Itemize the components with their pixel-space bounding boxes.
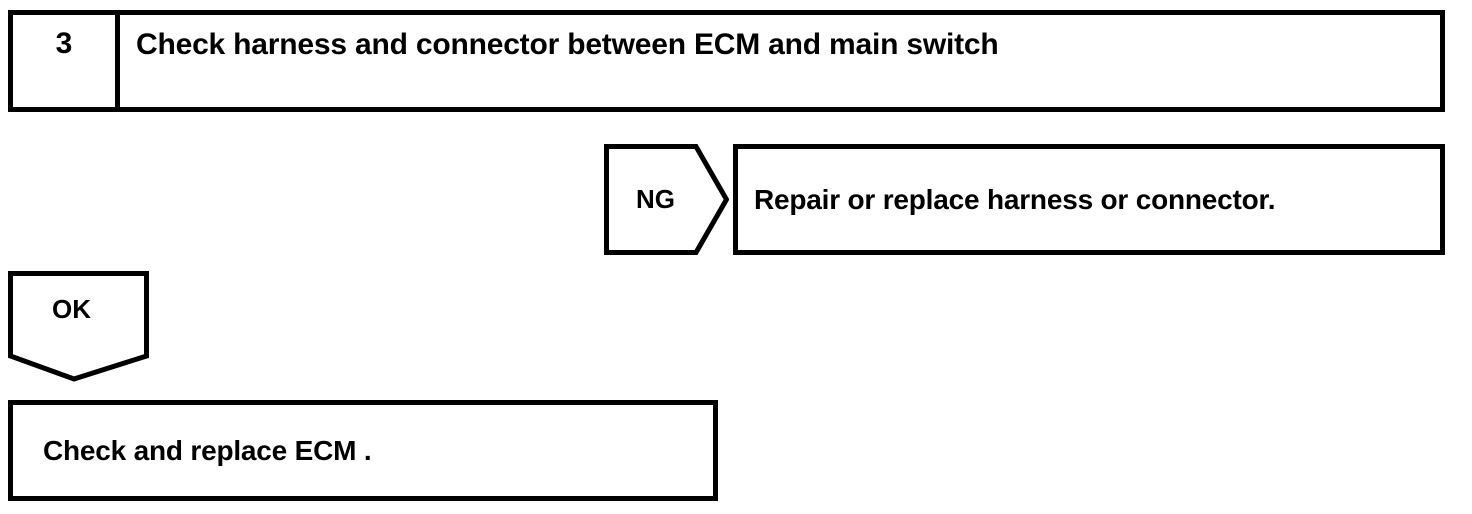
ng-branch-arrow-icon (604, 144, 729, 255)
step-number: 3 (55, 27, 73, 60)
ok-branch-label: OK (52, 294, 91, 324)
ng-branch-label: NG (636, 184, 675, 214)
step-instruction: Check harness and connector between ECM … (136, 28, 999, 61)
ok-result-text: Check and replace ECM . (43, 434, 372, 466)
ok-arrow-shape (8, 271, 149, 382)
ok-branch-arrow-icon (6, 270, 151, 382)
ng-result-text: Repair or replace harness or connector. (754, 183, 1276, 215)
ok-result-box: Check and replace ECM . (8, 400, 718, 501)
step-header-row: 3 Check harness and connector between EC… (8, 10, 1445, 112)
step-number-cell: 3 (13, 15, 120, 107)
ng-result-box: Repair or replace harness or connector. (733, 144, 1445, 255)
ng-arrow-shape (604, 144, 729, 255)
step-instruction-cell: Check harness and connector between ECM … (120, 15, 1440, 107)
